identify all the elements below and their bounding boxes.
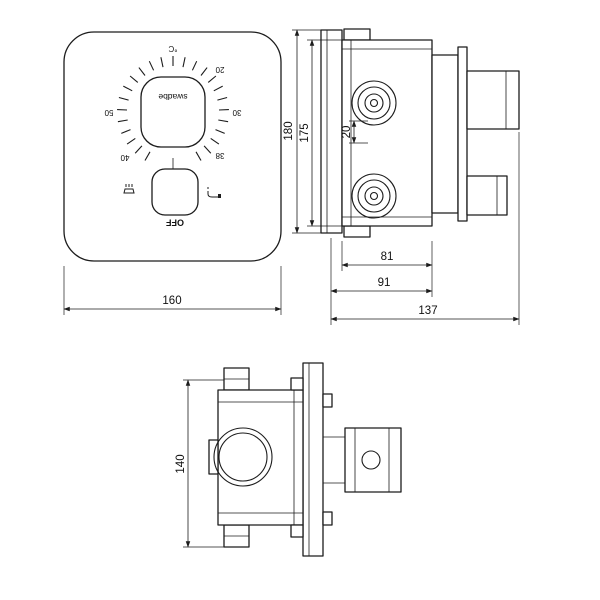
valve-body-profile (341, 39, 433, 227)
dim-label-81: 81 (381, 251, 394, 263)
front-view: °C 20 30 38 40 50 swadbe OFF 160 (63, 31, 282, 315)
dim-side-body-height: 175 (299, 39, 342, 227)
dial-label-50: 50 (104, 108, 113, 117)
dim-port-offset: 20 (341, 120, 368, 144)
body-rear-section (431, 54, 459, 214)
dial-opening-circle (213, 427, 273, 487)
bottom-mounting-tab (343, 225, 371, 238)
dial-ticks (117, 56, 229, 161)
dial-label-20: 20 (215, 65, 224, 74)
side-outlet-plan (344, 427, 402, 493)
dial-label-30: 30 (232, 108, 241, 117)
rear-plate (457, 46, 468, 222)
dim-depth-total: 137 (330, 132, 520, 325)
bottom-outlet-connector (466, 175, 508, 216)
dial-label-40: 40 (120, 153, 129, 162)
shower-icon (123, 184, 135, 194)
top-outlet-connector (466, 70, 520, 130)
dim-label-175: 175 (299, 123, 311, 142)
wall-plate-profile (320, 29, 343, 234)
spout-icon (207, 187, 221, 198)
dim-label-137: 137 (418, 305, 437, 317)
off-label: OFF (166, 218, 184, 228)
bottom-view: 140 (175, 362, 402, 557)
top-mounting-tab (343, 28, 371, 41)
dial-label-38: 38 (215, 151, 224, 160)
dim-label-91: 91 (378, 277, 391, 289)
brand-label: swadbe (158, 92, 188, 102)
outlet-hole (361, 450, 381, 470)
bottom-port (351, 173, 397, 219)
valve-body-plan (217, 389, 304, 526)
dim-depth-body: 81 (341, 241, 433, 297)
dim-label-160: 160 (162, 295, 181, 307)
side-view: 180 175 20 81 91 137 (283, 28, 520, 325)
dim-plan-height: 140 (175, 379, 224, 548)
dim-label-180: 180 (283, 121, 295, 140)
dim-depth-mid: 91 (330, 238, 433, 325)
diverter-button (151, 168, 199, 216)
dial-label-celsius: °C (168, 44, 177, 53)
top-port (351, 80, 397, 126)
wall-plate-plan (302, 362, 324, 557)
dim-label-20: 20 (341, 126, 353, 139)
temperature-dial-handle (140, 76, 206, 148)
dim-side-total-height: 180 (283, 29, 321, 234)
dim-label-140: 140 (175, 454, 187, 473)
dim-front-width: 160 (63, 266, 282, 315)
